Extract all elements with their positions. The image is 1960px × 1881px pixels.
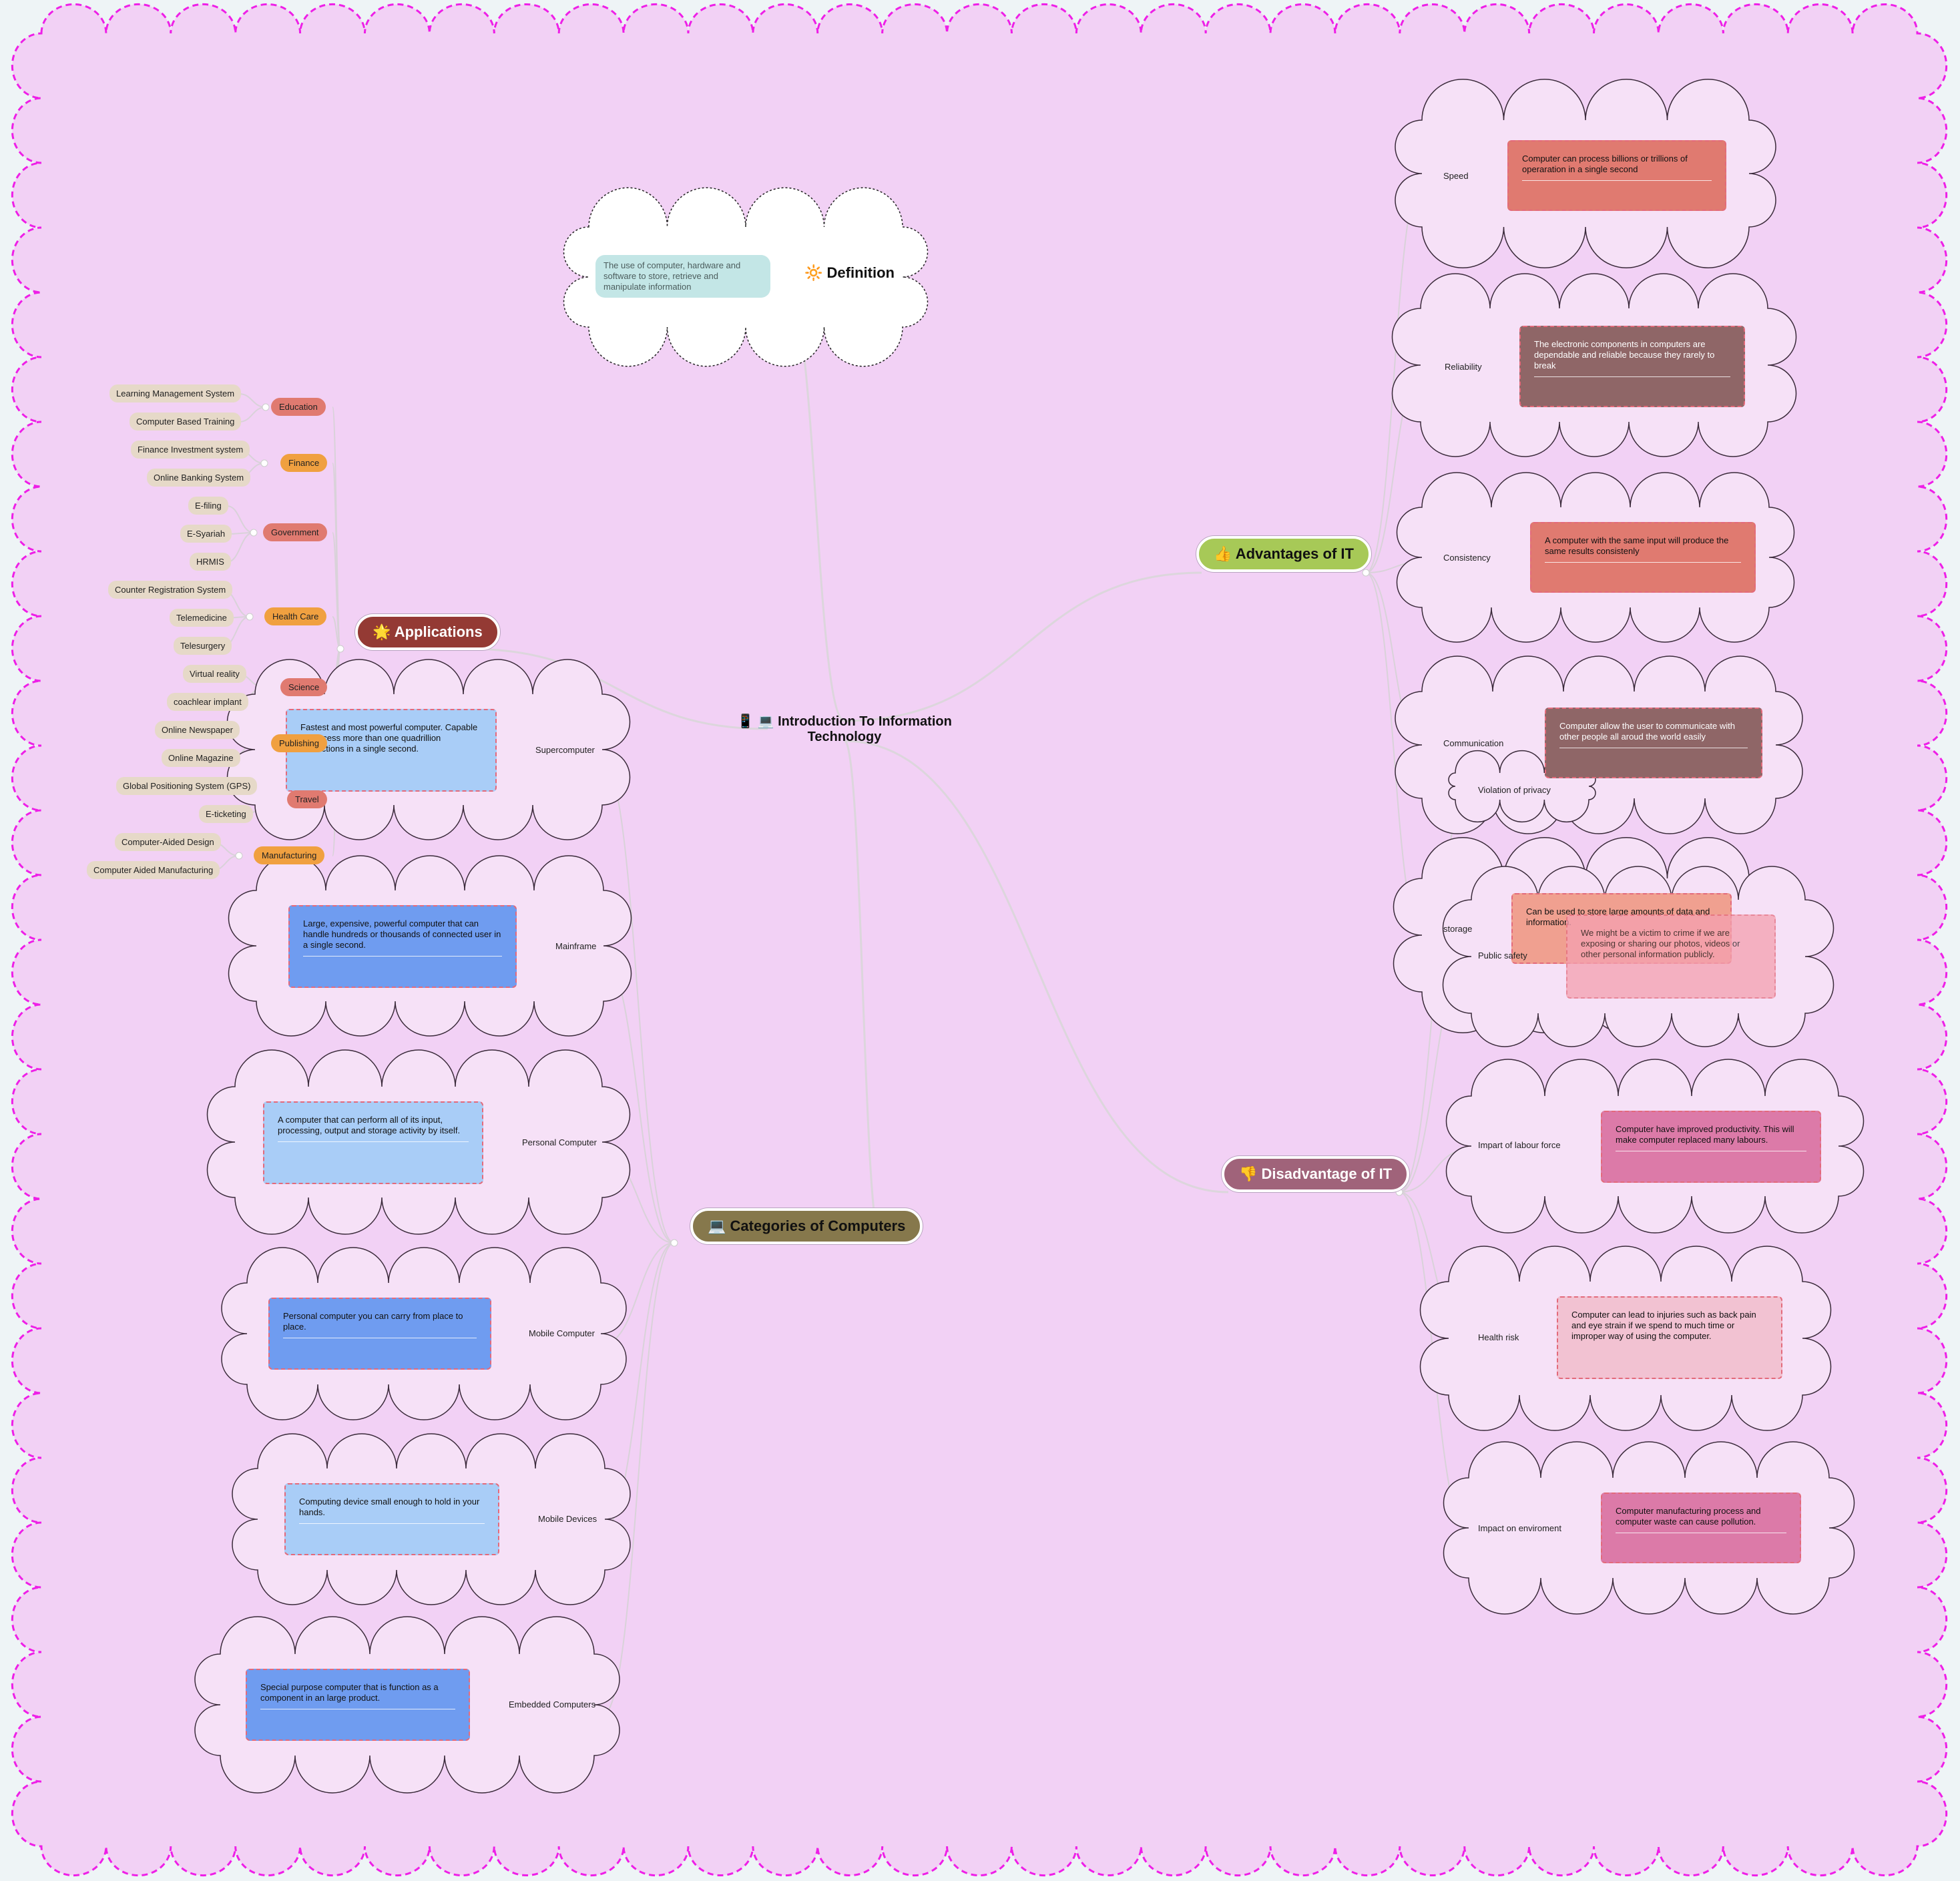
app-leaf[interactable]: E-ticketing [199,805,253,823]
category-label[interactable]: Mobile Devices [538,1514,597,1524]
category-label[interactable]: Mainframe [555,941,597,951]
app-leaf[interactable]: Online Magazine [162,749,240,767]
disadvantage-label[interactable]: Health risk [1478,1332,1519,1342]
connector-dot [1362,569,1370,577]
app-leaf[interactable]: Learning Management System [109,384,242,402]
advantages-title: Advantages of IT [1235,545,1354,562]
connector-dot [336,645,344,653]
category-desc: Special purpose computer that is functio… [246,1669,470,1741]
connector-dot [260,459,268,467]
app-leaf[interactable]: Computer Aided Manufacturing [87,861,220,879]
disadvantage-label[interactable]: Public safety [1478,951,1527,961]
applications-topic[interactable]: 🌟 Applications [355,614,500,650]
connector-line [332,532,341,649]
category-desc: A computer that can perform all of its i… [263,1101,483,1184]
category-label[interactable]: Embedded Computers [509,1699,596,1709]
category-label[interactable]: Personal Computer [522,1137,597,1147]
laptop-icon: 💻 [708,1218,726,1234]
app-leaf[interactable]: Computer-Aided Design [115,833,221,851]
advantage-desc: A computer with the same input will prod… [1530,522,1756,593]
app-leaf[interactable]: HRMIS [190,553,231,571]
app-leaf[interactable]: coachlear implant [167,693,248,711]
advantages-topic[interactable]: 👍 Advantages of IT [1196,536,1371,572]
connector-line [844,740,1229,1193]
advantage-label[interactable]: storage [1443,924,1473,934]
central-title: Introduction To Information Technology [778,714,952,744]
app-leaf[interactable]: E-Syariah [180,525,232,543]
applications-title: Applications [394,623,483,640]
categories-topic[interactable]: 💻 Categories of Computers [690,1208,923,1244]
advantage-label[interactable]: Reliability [1445,362,1482,372]
advantage-label[interactable]: Consistency [1443,553,1491,563]
app-leaf[interactable]: Telemedicine [170,609,234,627]
app-leaf[interactable]: Counter Registration System [108,581,233,599]
connector-dot [235,852,243,860]
category-desc: Large, expensive, powerful computer that… [288,905,517,988]
app-leaf[interactable]: Virtual reality [183,665,246,683]
category-desc: Computing device small enough to hold in… [284,1483,499,1555]
app-leaf[interactable]: Online Banking System [147,469,251,487]
definition-topic[interactable]: 🔆 Definition [804,264,895,282]
app-category[interactable]: Education [271,398,326,416]
app-category[interactable]: Travel [287,790,327,808]
connector-dot [670,1239,678,1247]
sun-icon: 🔆 [804,264,823,281]
app-leaf[interactable]: Global Positioning System (GPS) [116,777,258,795]
app-category[interactable]: Finance [280,454,328,472]
app-category[interactable]: Publishing [271,734,327,752]
connector-line [467,647,768,730]
thumbs-down-icon: 👎 [1239,1165,1258,1182]
category-label[interactable]: Mobile Computer [529,1328,595,1338]
connector-line [844,571,1202,722]
disadvantages-title: Disadvantage of IT [1261,1165,1393,1182]
disadvantage-desc: Computer have improved productivity. Thi… [1601,1111,1821,1183]
connector-dot [250,529,258,537]
disadvantage-desc: Computer can lead to injuries such as ba… [1557,1296,1782,1379]
app-category[interactable]: Science [280,678,328,696]
app-leaf[interactable]: Computer Based Training [130,413,242,431]
advantage-desc: Computer can process billions or trillio… [1507,140,1726,211]
app-leaf[interactable]: E-filing [188,497,228,515]
disadvantage-label[interactable]: Violation of privacy [1478,785,1551,795]
phone-laptop-icon: 📱 💻 [737,714,774,729]
category-desc: Personal computer you can carry from pla… [268,1298,491,1370]
definition-title: Definition [826,264,895,281]
star-icon: 🌟 [373,623,391,640]
disadvantage-desc: Computer manufacturing process and compu… [1601,1493,1801,1563]
categories-title: Categories of Computers [730,1218,906,1234]
app-category[interactable]: Health Care [264,607,327,625]
disadvantage-label[interactable]: Impact on enviroment [1478,1523,1562,1533]
app-leaf[interactable]: Online Newspaper [155,721,240,739]
app-category[interactable]: Government [263,523,327,541]
thumbs-up-icon: 👍 [1214,545,1232,562]
connector-dot [246,613,254,621]
app-leaf[interactable]: Finance Investment system [131,441,250,459]
advantage-label[interactable]: Communication [1443,738,1504,748]
category-label[interactable]: Supercomputer [535,745,595,755]
disadvantage-desc: We might be a victim to crime if we are … [1566,914,1776,999]
central-topic[interactable]: 📱 💻 Introduction To Information Technolo… [734,713,955,745]
disadvantages-topic[interactable]: 👎 Disadvantage of IT [1222,1156,1410,1192]
advantage-label[interactable]: Speed [1443,171,1469,181]
disadvantage-label[interactable]: Impart of labour force [1478,1140,1561,1150]
definition-text: The use of computer, hardware and softwa… [595,255,770,298]
app-category[interactable]: Manufacturing [254,846,325,864]
advantage-desc: Computer allow the user to communicate w… [1545,708,1762,778]
connector-dot [262,403,270,411]
advantage-desc: The electronic components in computers a… [1519,326,1745,407]
app-leaf[interactable]: Telesurgery [174,637,232,655]
